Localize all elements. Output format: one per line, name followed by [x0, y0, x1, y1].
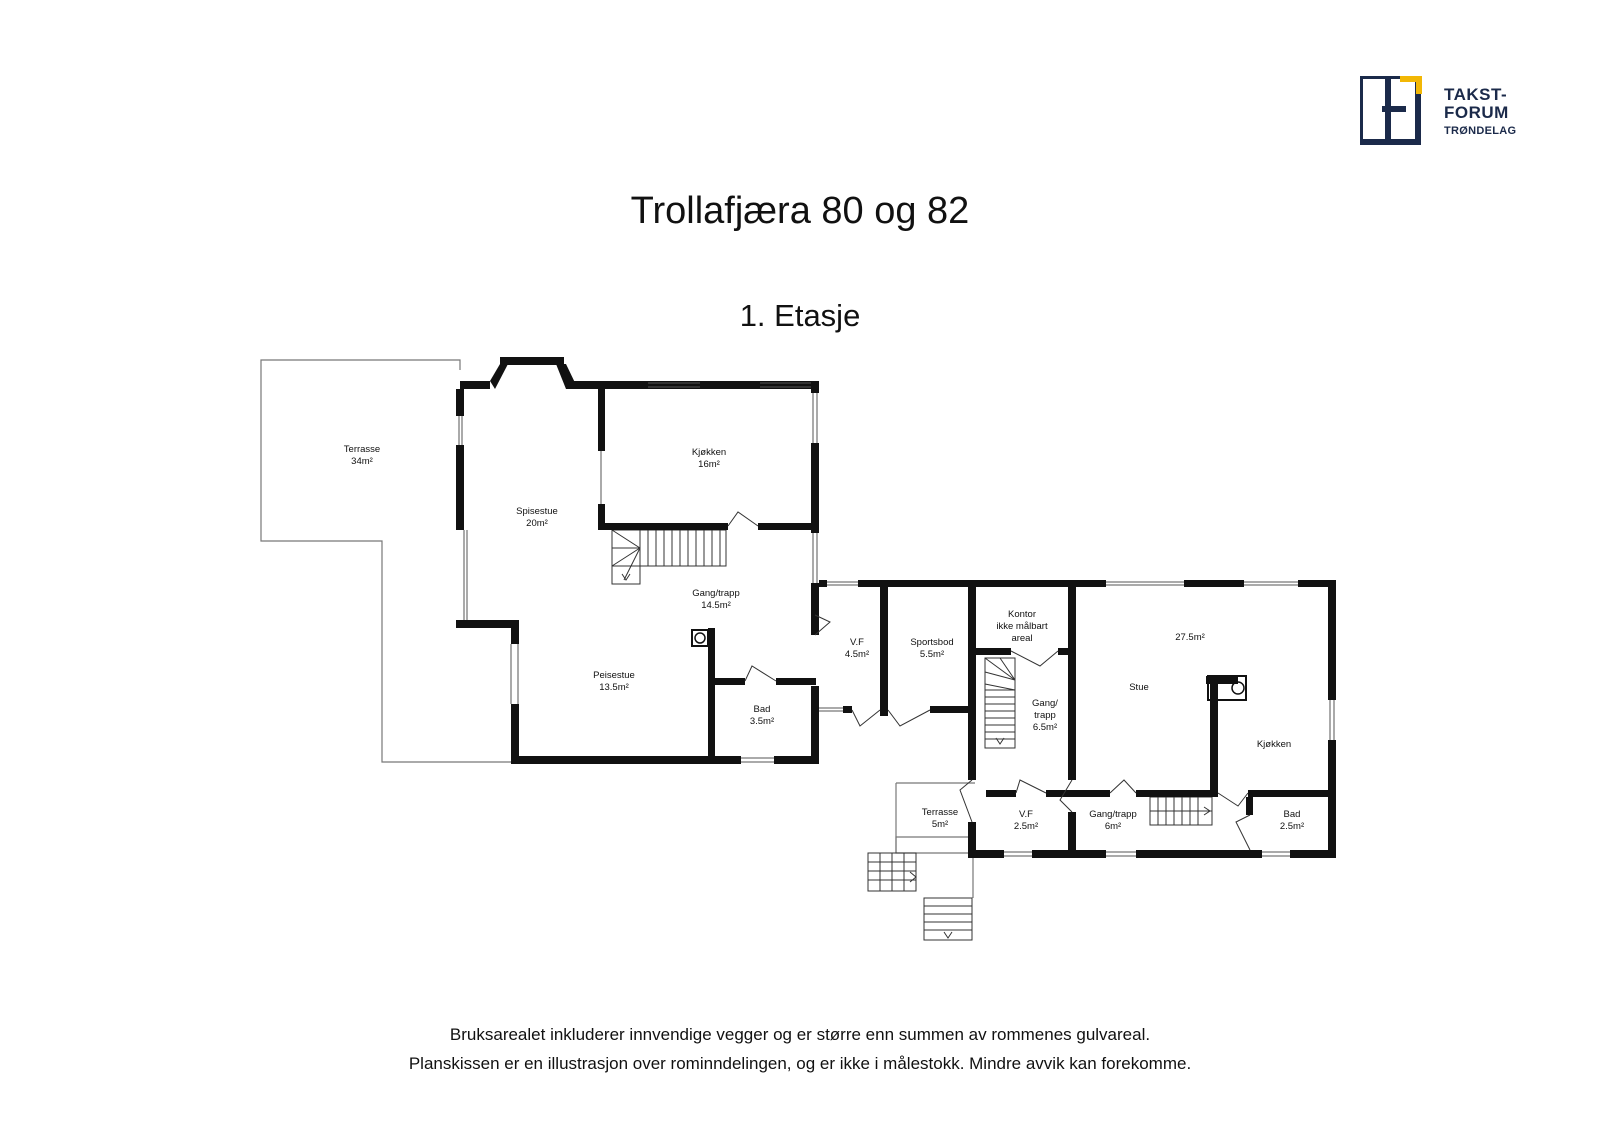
room-vf-80-area: 4.5m²: [845, 649, 869, 660]
disclaimer: Bruksarealet inkluderer innvendige vegge…: [0, 1020, 1600, 1078]
room-bad-82-name: Bad: [1284, 809, 1301, 820]
floor-title: 1. Etasje: [739, 298, 861, 333]
terrace-outlines: [260, 359, 975, 898]
disclaimer-line-1: Bruksarealet inkluderer innvendige vegge…: [449, 1025, 1151, 1044]
room-stue-name: Stue: [1129, 682, 1149, 693]
room-terrasse-small-name: Terrasse: [922, 807, 958, 818]
room-terrasse-large-name: Terrasse: [344, 444, 380, 455]
room-vf-82-area: 2.5m²: [1014, 821, 1038, 832]
room-vf-82-name: V.F: [1019, 809, 1033, 820]
logo-wordmark: TAKST- FORUM TRØNDELAG: [1444, 86, 1516, 140]
room-kjokken-80-area: 16m²: [698, 459, 720, 470]
room-sportsbod-name: Sportsbod: [910, 637, 953, 648]
room-gang-trapp-80-name: Gang/trapp: [692, 588, 740, 599]
room-gang-trapp-80-area: 14.5m²: [701, 600, 731, 611]
property-title: Trollafjæra 80 og 82: [630, 190, 970, 232]
room-kontor-note-2: areal: [1011, 633, 1032, 644]
walls: [456, 357, 1336, 858]
room-gang-trapp-82-area: 6m²: [1105, 821, 1121, 832]
windows: [458, 382, 1335, 857]
room-vf-80-name: V.F: [850, 637, 864, 648]
room-kontor-note-1: ikke målbart: [996, 621, 1048, 632]
takstforum-logo: TAKST- FORUM TRØNDELAG: [1357, 73, 1550, 146]
room-spisestue-area: 20m²: [526, 518, 548, 529]
room-kjokken-82-name: Kjøkken: [1257, 739, 1291, 750]
room-gang-trapp-mid-name-2: trapp: [1034, 710, 1056, 721]
door-swings: [727, 511, 1251, 851]
room-peisestue-name: Peisestue: [593, 670, 635, 681]
room-sportsbod-area: 5.5m²: [920, 649, 944, 660]
room-gang-trapp-82-name: Gang/trapp: [1089, 809, 1137, 820]
stairs: [611, 529, 1213, 941]
room-gang-trapp-mid-name-1: Gang/: [1032, 698, 1058, 709]
room-stue-area: 27.5m²: [1175, 632, 1205, 643]
logo-mark-icon: [1357, 73, 1422, 145]
room-bad-80-area: 3.5m²: [750, 716, 774, 727]
room-kontor-name: Kontor: [1008, 609, 1036, 620]
disclaimer-line-2: Planskissen er en illustrasjon over romi…: [408, 1054, 1192, 1073]
room-gang-trapp-mid-area: 6.5m²: [1033, 722, 1057, 733]
room-bad-80-name: Bad: [754, 704, 771, 715]
room-peisestue-area: 13.5m²: [599, 682, 629, 693]
room-terrasse-large-area: 34m²: [351, 456, 373, 467]
room-kjokken-80-name: Kjøkken: [692, 447, 726, 458]
logo-line-3: TRØNDELAG: [1444, 125, 1517, 137]
room-bad-82-area: 2.5m²: [1280, 821, 1304, 832]
room-spisestue-name: Spisestue: [516, 506, 558, 517]
room-labels: Terrasse 34m² Spisestue 20m² Kjøkken 16m…: [344, 444, 1304, 832]
room-terrasse-small-area: 5m²: [932, 819, 948, 830]
floor-plan: Terrasse 34m² Spisestue 20m² Kjøkken 16m…: [260, 357, 1336, 941]
logo-line-2: FORUM: [1444, 103, 1509, 122]
logo-line-1: TAKST-: [1444, 85, 1508, 104]
